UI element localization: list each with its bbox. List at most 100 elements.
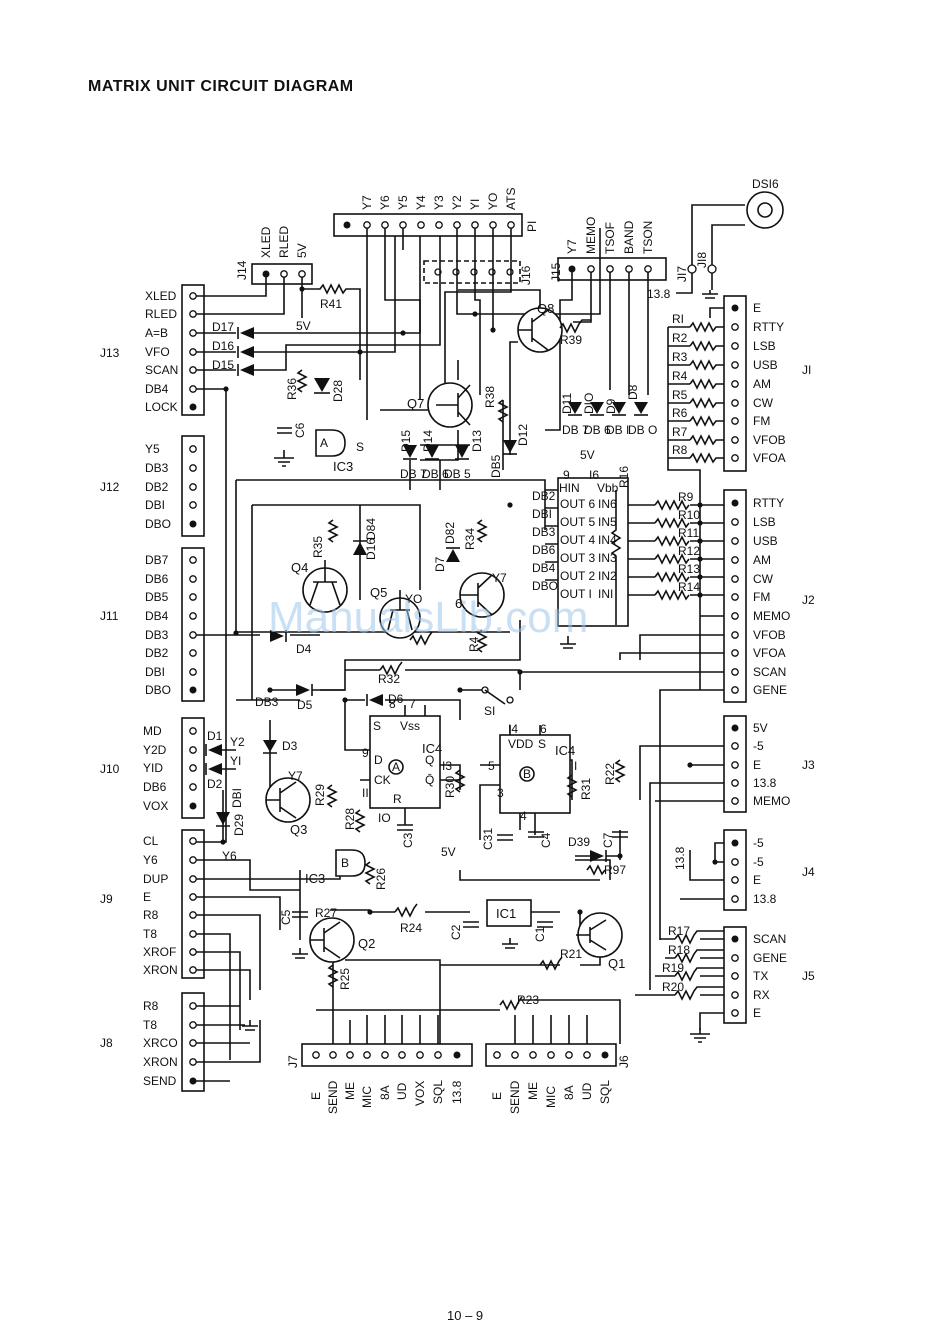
db-bus-label: DB I <box>606 423 629 437</box>
db-bus-label: DB 6 <box>584 423 611 437</box>
j5-pin-label: TX <box>753 969 768 983</box>
j3-pin-label: -5 <box>753 739 764 753</box>
j1-pin-label: VFOA <box>753 451 786 465</box>
db1-label: DBI <box>230 788 244 808</box>
y6-label: Y6 <box>222 849 237 863</box>
vdd-label: VDD <box>508 737 534 751</box>
j7-pin-label: 8A <box>378 1085 392 1100</box>
j14-label: J14 <box>235 260 249 280</box>
ic4a-pin: IO <box>378 811 391 825</box>
page-title: MATRIX UNIT CIRCUIT DIAGRAM <box>88 78 354 95</box>
q7-db-label: DB 6 <box>422 467 449 481</box>
j6-pin-label: MIC <box>544 1086 558 1108</box>
r10-label: R10 <box>678 508 700 522</box>
j10-pin-label: Y2D <box>143 743 167 757</box>
r27-label: R27 <box>315 906 337 920</box>
j3-pin-label: 5V <box>753 721 768 735</box>
ic4a-pin: Q̄ <box>425 773 434 787</box>
j2-pin-label: LSB <box>753 515 776 529</box>
ic4a-body <box>369 715 441 809</box>
q1-label: Q1 <box>608 956 625 971</box>
j12-label: J12 <box>100 480 120 494</box>
p1-pin-label: Y5 <box>396 195 410 210</box>
r12-label: R12 <box>678 544 700 558</box>
j12-pin-label: DBI <box>145 498 165 512</box>
j10-label: J10 <box>100 762 120 776</box>
c6-label: C6 <box>293 422 307 438</box>
d5-label: D5 <box>297 698 313 712</box>
ic-in-label: IN3 <box>598 551 617 565</box>
r2-label: R2 <box>672 331 688 345</box>
j2-pin-label: GENE <box>753 683 787 697</box>
ic-out-label: OUT I <box>560 587 592 601</box>
ic4a-pin: R <box>393 792 402 806</box>
j13-pin-label: XLED <box>145 289 177 303</box>
j7-pin-label: SQL <box>431 1080 445 1104</box>
j9-pin-label: R8 <box>143 908 159 922</box>
d82-label: D82 <box>443 522 457 544</box>
j13-pin-label: DB4 <box>145 382 169 396</box>
j9-pin-label: E <box>143 890 151 904</box>
j3-label: J3 <box>802 758 815 772</box>
ic4a-pin: 8 <box>389 697 396 711</box>
y7-q3-label: Y7 <box>288 769 303 783</box>
j11-pin-label: DB4 <box>145 609 169 623</box>
j15-pin-label: BAND <box>622 220 636 254</box>
j11-pin-label: DB6 <box>145 572 169 586</box>
j15-pin-label: TSON <box>641 221 655 254</box>
ic3b-label: IC3 <box>305 871 325 886</box>
5v-ic1-label: 5V <box>441 845 456 859</box>
ic-out-label: OUT 3 <box>560 551 595 565</box>
r3-label: R3 <box>672 350 688 364</box>
c4-label: C4 <box>539 832 553 848</box>
j7-pin-label: E <box>309 1092 323 1100</box>
d11-label: D11 <box>560 393 574 414</box>
j11-pin-label: DB7 <box>145 553 169 567</box>
r32-label: R32 <box>378 672 400 686</box>
j3-pin-label: 13.8 <box>753 776 777 790</box>
j2-pin-label: FM <box>753 590 770 604</box>
r21-label: R21 <box>560 947 582 961</box>
r4-label: R4 <box>672 369 688 383</box>
c3-label: C3 <box>401 832 415 848</box>
ic3a-label: IC3 <box>333 459 353 474</box>
r35-label: R35 <box>311 536 325 558</box>
r36-label: R36 <box>285 378 299 400</box>
j16-label: J16 <box>519 265 533 285</box>
q7-db-label: DB 7 <box>400 467 427 481</box>
j11-pin-label: DBI <box>145 665 165 679</box>
j14-pin-label: XLED <box>259 226 273 258</box>
r39-label: R39 <box>560 333 582 347</box>
db-bus-label: DB O <box>628 423 657 437</box>
r31-label: R31 <box>579 778 593 800</box>
j2-pin-label: VFOA <box>753 646 786 660</box>
j14-pin-label: 5V <box>295 243 309 258</box>
j2-pin-label: CW <box>753 572 774 586</box>
db-bus-label: DB 7 <box>562 423 589 437</box>
gate-a-label: A <box>320 436 328 450</box>
ic1-body <box>486 899 532 927</box>
j6-pin-label: 8A <box>562 1085 576 1100</box>
j6-pin-label: SQL <box>598 1080 612 1104</box>
j5-label: J5 <box>802 969 815 983</box>
ic-db-label: DBO <box>532 579 558 593</box>
c2-label: C2 <box>449 924 463 940</box>
vss-s-label: S <box>373 719 381 733</box>
p1-pin-label: YO <box>486 193 500 210</box>
q5-label: Q5 <box>370 585 387 600</box>
hin-label: HIN <box>559 481 580 495</box>
j2-pin-label: VFOB <box>753 628 786 642</box>
j7-pin-label: UD <box>395 1082 409 1100</box>
j1-pin-label: AM <box>753 377 771 391</box>
j13-pin-label: SCAN <box>145 363 178 377</box>
j15-pin-label: Y7 <box>565 239 579 254</box>
ic4a-pin: Q <box>425 753 434 767</box>
j11-pin-label: DB2 <box>145 646 169 660</box>
r16-label: R16 <box>617 466 631 488</box>
ic-out-label: OUT 2 <box>560 569 595 583</box>
d6-label: D6 <box>388 692 404 706</box>
j7-pin-label: 13.8 <box>450 1080 464 1104</box>
ic-in-label: IN4 <box>598 533 617 547</box>
p1-pin-label: Y6 <box>378 195 392 210</box>
